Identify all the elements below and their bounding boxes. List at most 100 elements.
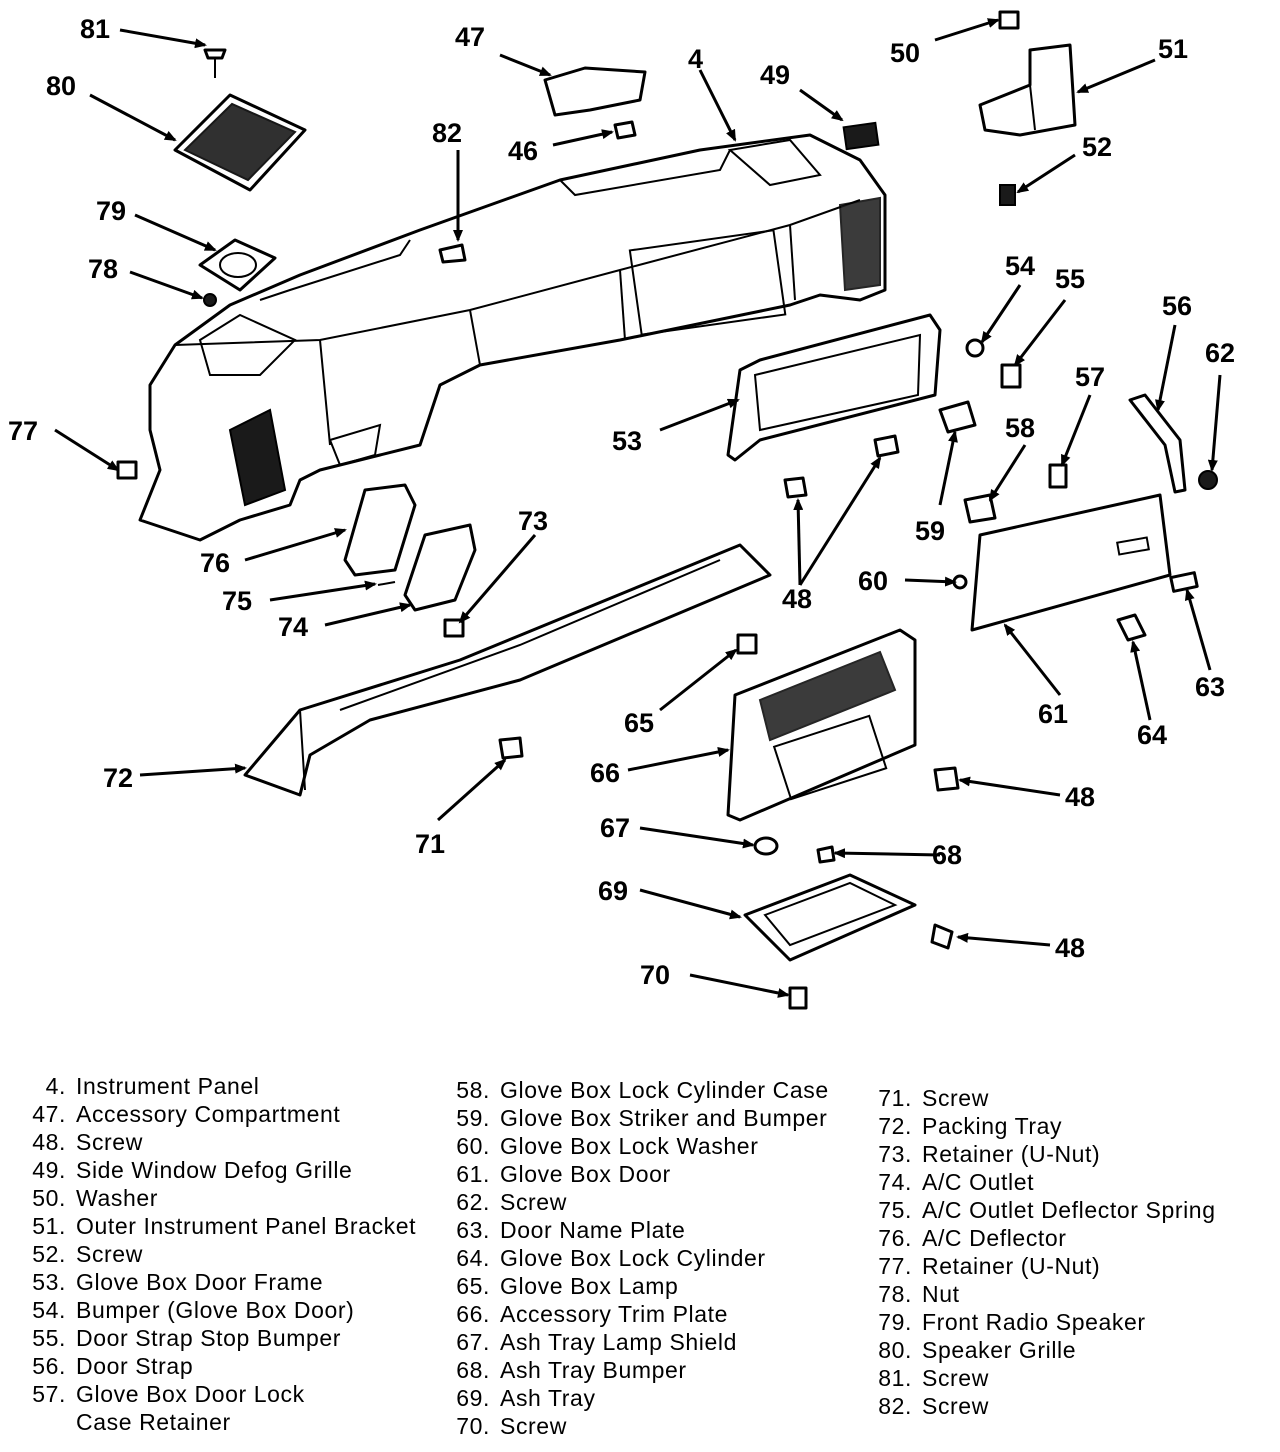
- callout-54: 54: [1005, 251, 1035, 281]
- legend-item: 56.Door Strap: [32, 1353, 194, 1379]
- callout-76: 76: [200, 548, 230, 578]
- accessory-compartment: [543, 66, 647, 117]
- callout-57: 57: [1075, 362, 1105, 392]
- screw-52: [999, 184, 1016, 206]
- callout-74: 74: [278, 612, 308, 642]
- ash-tray-bumper: [816, 845, 836, 864]
- callout-71: 71: [415, 829, 445, 859]
- callout-69: 69: [598, 876, 628, 906]
- screw-48-frame-1: [783, 476, 808, 499]
- legend-item: 80.Speaker Grille: [878, 1337, 1077, 1363]
- exploded-parts-diagram: 81 80 47 46 4 49 82 50 51 52 79 78 54 55…: [8, 10, 1235, 1010]
- door-name-plate: [1169, 571, 1199, 593]
- front-radio-speaker: [198, 238, 277, 292]
- legend-item: 79.Front Radio Speaker: [878, 1309, 1146, 1335]
- deflector-spring: [377, 581, 396, 586]
- callout-80: 80: [46, 71, 76, 101]
- callout-48c: 48: [1055, 933, 1085, 963]
- legend-item: 60.Glove Box Lock Washer: [456, 1133, 759, 1159]
- callout-48b: 48: [1065, 782, 1095, 812]
- callout-4: 4: [688, 44, 703, 74]
- callout-56: 56: [1162, 291, 1192, 321]
- legend-item: 59.Glove Box Striker and Bumper: [456, 1105, 828, 1131]
- legend-item: 72.Packing Tray: [878, 1113, 1063, 1139]
- legend-item: 61.Glove Box Door: [456, 1161, 671, 1187]
- callout-53: 53: [612, 426, 642, 456]
- callout-78: 78: [88, 254, 118, 284]
- legend-item: 68.Ash Tray Bumper: [456, 1357, 687, 1383]
- callout-79: 79: [96, 196, 126, 226]
- callout-77: 77: [8, 416, 38, 446]
- callout-73: 73: [518, 506, 548, 536]
- legend-item: 66.Accessory Trim Plate: [456, 1301, 728, 1327]
- washer: [998, 10, 1020, 30]
- callout-81: 81: [80, 14, 110, 44]
- callout-47: 47: [455, 22, 485, 52]
- glove-box-door-frame: [726, 313, 942, 462]
- legend-item: 55.Door Strap Stop Bumper: [32, 1325, 342, 1351]
- screw-48-ash: [930, 923, 954, 950]
- screw-48-top: [613, 120, 637, 140]
- legend-item: 81.Screw: [878, 1365, 989, 1391]
- callout-62: 62: [1205, 338, 1235, 368]
- legend-item: 78.Nut: [878, 1281, 960, 1307]
- callout-63: 63: [1195, 672, 1225, 702]
- ash-tray-lamp-shield: [753, 836, 779, 856]
- callout-labels: 81 80 47 46 4 49 82 50 51 52 79 78 54 55…: [8, 14, 1235, 990]
- packing-tray: [243, 543, 772, 797]
- ac-outlet: [403, 523, 477, 612]
- legend-item: 52.Screw: [32, 1241, 143, 1267]
- callout-58: 58: [1005, 413, 1035, 443]
- door-strap-stop-bumper: [1000, 363, 1022, 389]
- callout-46: 46: [508, 136, 538, 166]
- legend-item: 47.Accessory Compartment: [32, 1101, 341, 1127]
- lock-cylinder: [1116, 613, 1147, 642]
- accessory-trim-plate: [726, 628, 917, 822]
- screw-82: [438, 243, 467, 264]
- legend-item: 69.Ash Tray: [456, 1385, 596, 1411]
- door-strap: [1128, 393, 1187, 494]
- instrument-panel: [138, 133, 887, 542]
- legend-item: 63.Door Name Plate: [456, 1217, 686, 1243]
- outer-instrument-panel-bracket: [978, 43, 1077, 137]
- bumper-54: [965, 338, 985, 358]
- legend-item: 82.Screw: [878, 1393, 989, 1419]
- legend-item: 50.Washer: [32, 1185, 158, 1211]
- legend-item: 67.Ash Tray Lamp Shield: [456, 1329, 738, 1355]
- callout-70: 70: [640, 960, 670, 990]
- legend-item: 4.Instrument Panel: [45, 1073, 260, 1099]
- callout-65: 65: [624, 708, 654, 738]
- ac-deflector: [343, 483, 417, 577]
- leader-lines: [54, 18, 1222, 998]
- parts-legend: 4.Instrument Panel 47.Accessory Compartm…: [0, 1072, 1280, 1452]
- screw-48-frame-2: [873, 434, 900, 458]
- retainer-77: [116, 460, 138, 480]
- legend-item: 74.A/C Outlet: [878, 1169, 1035, 1195]
- legend-item: 57.Glove Box Door Lock: [32, 1381, 305, 1407]
- callout-48a: 48: [782, 584, 812, 614]
- legend-item: 48.Screw: [32, 1129, 143, 1155]
- callout-49: 49: [760, 60, 790, 90]
- callout-72: 72: [103, 763, 133, 793]
- legend-item: 71.Screw: [878, 1085, 989, 1111]
- callout-55: 55: [1055, 264, 1085, 294]
- callout-60: 60: [858, 566, 888, 596]
- side-window-defog-grille: [842, 121, 880, 151]
- legend-item: 76.A/C Deflector: [878, 1225, 1067, 1251]
- screw-62: [1198, 470, 1218, 490]
- legend-item: 64.Glove Box Lock Cylinder: [456, 1245, 766, 1271]
- callout-50: 50: [890, 38, 920, 68]
- speaker-grille: [173, 93, 307, 192]
- lock-washer: [952, 574, 968, 590]
- callout-66: 66: [590, 758, 620, 788]
- legend-item: 65.Glove Box Lamp: [456, 1273, 679, 1299]
- legend-item: 75.A/C Outlet Deflector Spring: [878, 1197, 1216, 1223]
- legend-item: 58.Glove Box Lock Cylinder Case: [456, 1077, 829, 1103]
- nut: [203, 293, 217, 307]
- screw-71: [498, 736, 524, 760]
- legend-item: Case Retainer: [76, 1409, 231, 1435]
- glove-box-door: [970, 493, 1172, 632]
- legend-item: 49.Side Window Defog Grille: [32, 1157, 353, 1183]
- ash-tray: [743, 873, 917, 962]
- callout-59: 59: [915, 516, 945, 546]
